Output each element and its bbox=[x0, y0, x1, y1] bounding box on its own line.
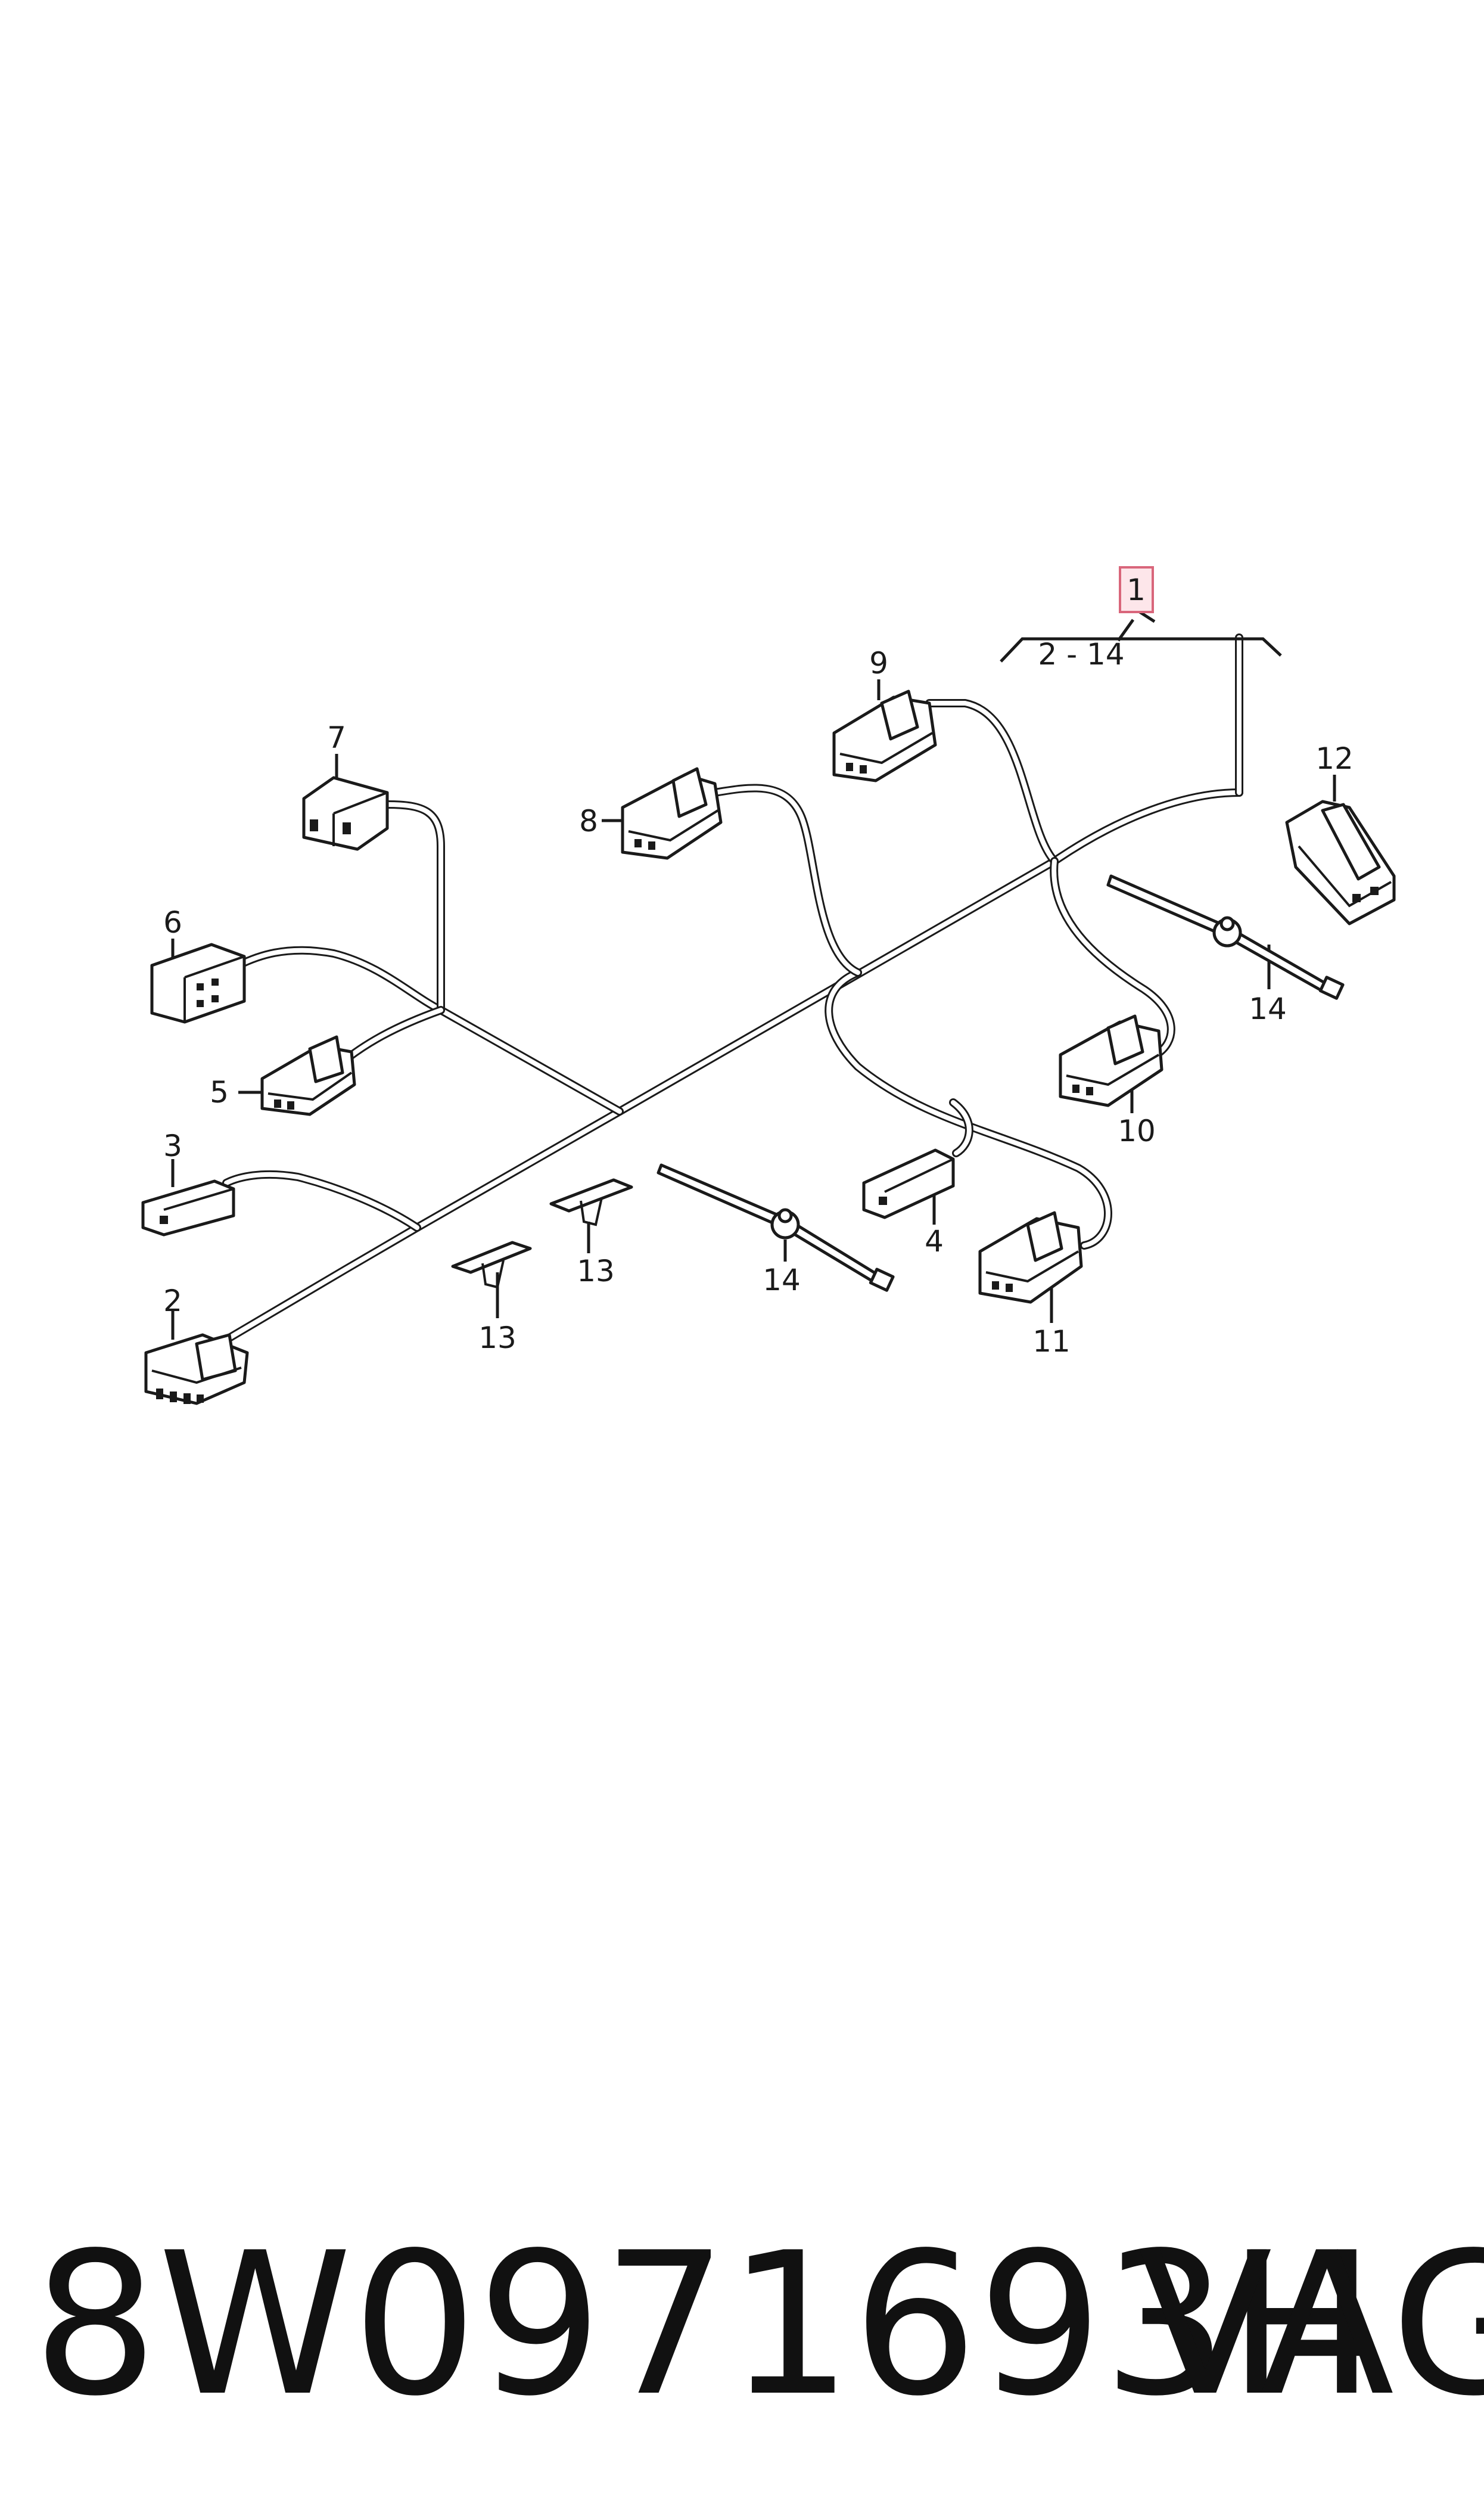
harness-wires bbox=[222, 633, 1243, 1342]
connector-3 bbox=[141, 1179, 235, 1237]
callout-1[interactable]: 1 bbox=[1119, 566, 1154, 613]
connector-9 bbox=[832, 689, 937, 782]
callout-5[interactable]: 5 bbox=[210, 1075, 229, 1110]
callout-7[interactable]: 7 bbox=[327, 720, 346, 755]
callout-13-left[interactable]: 13 bbox=[478, 1321, 517, 1355]
callout-14-right[interactable]: 14 bbox=[1249, 992, 1287, 1026]
callout-12[interactable]: 12 bbox=[1315, 741, 1354, 776]
connector-7 bbox=[302, 776, 389, 851]
connector-12 bbox=[1285, 800, 1396, 925]
connector-8 bbox=[621, 767, 723, 860]
connector-10 bbox=[1059, 1014, 1163, 1107]
callout-range-label: 2 - 14 bbox=[1038, 637, 1124, 672]
callout-10[interactable]: 10 bbox=[1118, 1114, 1156, 1148]
clip-13-right bbox=[549, 1178, 633, 1226]
callout-9[interactable]: 9 bbox=[869, 646, 888, 681]
callout-6[interactable]: 6 bbox=[163, 905, 182, 940]
callout-1-label: 1 bbox=[1127, 573, 1146, 607]
connector-2 bbox=[144, 1333, 249, 1405]
cable-tie-14-center bbox=[657, 1163, 895, 1292]
connector-5 bbox=[260, 1035, 356, 1116]
clip-13-left bbox=[451, 1241, 532, 1289]
callout-8[interactable]: 8 bbox=[579, 804, 598, 838]
callout-4[interactable]: 4 bbox=[925, 1224, 944, 1259]
connector-11 bbox=[978, 1211, 1083, 1304]
callout-13-right[interactable]: 13 bbox=[577, 1254, 615, 1288]
callout-3[interactable]: 3 bbox=[163, 1129, 182, 1163]
brand-label: VAG bbox=[1138, 2210, 1484, 2439]
callout-11[interactable]: 11 bbox=[1032, 1324, 1071, 1359]
callout-2[interactable]: 2 bbox=[163, 1284, 182, 1318]
leader-lines bbox=[171, 608, 1336, 1340]
connector-4 bbox=[862, 1148, 955, 1219]
cable-tie-14-right bbox=[1106, 874, 1345, 1000]
callout-14-center[interactable]: 14 bbox=[763, 1263, 801, 1297]
connector-6 bbox=[150, 943, 246, 1024]
part-number: 8W0971693H bbox=[33, 2210, 1376, 2439]
